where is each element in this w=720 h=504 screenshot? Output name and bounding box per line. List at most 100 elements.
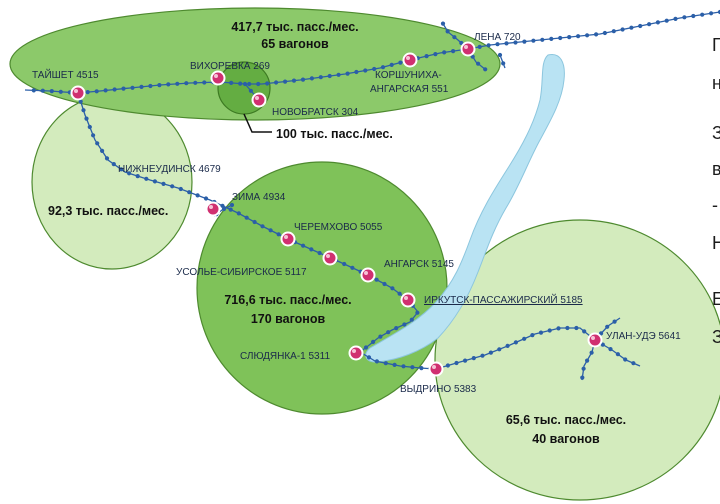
rail-dot [452, 35, 457, 40]
rail-dot [599, 331, 604, 336]
rail-dot [166, 82, 171, 87]
rail-dot [157, 83, 162, 88]
station-label-nizhneudinsk: НИЖНЕУДИНСК 4679 [118, 164, 221, 175]
rail-dot [402, 322, 407, 327]
zone-irkutsk-passengers: 716,6 тыс. пасс./мес. [224, 293, 351, 307]
zone-east-circle [434, 219, 720, 501]
rail-dot [664, 18, 669, 23]
rail-dot [530, 333, 535, 338]
station-marker-irkutsk [400, 292, 416, 308]
rail-dot [170, 184, 175, 189]
rail-dot [594, 32, 599, 37]
rail-dot [187, 190, 192, 195]
rail-dot [248, 88, 253, 93]
side-text-fragment-5: - [712, 195, 718, 215]
rail-dot [363, 345, 369, 350]
zone-east-wagons: 40 вагонов [532, 432, 600, 446]
station-marker-highlight [284, 235, 288, 239]
rail-dot [228, 207, 233, 212]
rail-dot [380, 65, 386, 70]
rail-dot [522, 336, 527, 341]
rail-dot [410, 365, 415, 370]
rail-dot [104, 156, 110, 161]
rail-dot [611, 29, 616, 34]
rail-dot [709, 11, 714, 16]
rail-dot [193, 80, 198, 85]
rail-dot [236, 211, 241, 216]
rail-dot [505, 343, 510, 348]
rail-dot [242, 81, 248, 87]
rail-dot [556, 326, 561, 331]
rail-dot [582, 329, 587, 334]
rail-dot [486, 43, 491, 48]
rail-dot [629, 25, 634, 30]
side-text-fragment-3: З [712, 123, 720, 143]
rail-dot [615, 352, 621, 357]
rail-dot [655, 20, 661, 25]
rail-dot [488, 350, 493, 355]
rail-dot [585, 33, 590, 38]
side-text-fragment-1: Г [712, 35, 720, 55]
rail-dot [121, 86, 126, 91]
rail-dot [394, 326, 399, 331]
rail-dot [244, 215, 249, 220]
rail-dot [440, 21, 446, 26]
rail-dot [419, 366, 424, 371]
rail-dot [471, 356, 476, 361]
rail-dot [540, 37, 545, 42]
station-marker-zima [205, 201, 221, 217]
station-label-lena: ЛЕНА 720 [474, 32, 521, 43]
rail-dot [309, 247, 314, 252]
rail-dot [103, 88, 108, 93]
rail-dot [538, 330, 544, 335]
rail-dot [631, 361, 636, 366]
station-label-cheremkhovo: ЧЕРЕМХОВО 5055 [294, 222, 383, 233]
station-label-slyudyanka: СЛЮДЯНКА-1 5311 [240, 351, 330, 362]
station-marker-vydrino [428, 361, 444, 377]
station-marker-korshunikha [402, 52, 418, 68]
rail-dot [268, 228, 273, 233]
rail-dot [401, 364, 406, 369]
rail-dot [152, 179, 157, 184]
station-marker-highlight [406, 56, 410, 60]
rail-dot [589, 350, 594, 355]
rail-dot [459, 40, 464, 46]
rail-dot [31, 88, 36, 93]
station-marker-ulan_ude [587, 332, 603, 348]
station-label-korshunikha: КОРШУНИХА- [375, 70, 442, 81]
rail-dot [252, 219, 257, 225]
rail-dot [317, 250, 322, 256]
rail-dot [350, 265, 355, 270]
rail-dot [203, 196, 209, 201]
station-marker-highlight [432, 365, 436, 369]
rail-dot [283, 79, 288, 84]
rail-dot [260, 224, 265, 229]
rail-dot [565, 325, 570, 331]
rail-dot [276, 232, 281, 237]
rail-dot [363, 68, 368, 73]
rail-dot [274, 80, 279, 85]
rail-dot [301, 243, 306, 248]
rail-dot [265, 81, 270, 86]
rail-dot [291, 78, 297, 83]
rail-dot [477, 44, 482, 50]
rail-dot [501, 61, 506, 66]
rail-dot [433, 52, 438, 57]
rail-dot [40, 88, 45, 93]
station-label-vydrino: ВЫДРИНО 5383 [400, 384, 477, 395]
rail-dot [602, 30, 608, 36]
zone-west-passengers: 92,3 тыс. пасс./мес. [48, 204, 168, 218]
rail-dot [175, 81, 180, 86]
rail-dot [354, 69, 359, 75]
rail-dot [144, 176, 149, 181]
zone-north-passengers: 417,7 тыс. пасс./мес. [231, 20, 358, 34]
rail-dot [504, 41, 509, 46]
rail-dot [638, 23, 643, 29]
rail-dot [398, 60, 403, 65]
zone-bratsk-passengers: 100 тыс. пасс./мес. [276, 127, 393, 141]
station-marker-usolye [322, 250, 338, 266]
station-label-vikhorevka: ВИХОРЕВКА 269 [190, 61, 270, 72]
rail-dot [247, 81, 252, 87]
station-marker-vikhorevka [210, 70, 226, 86]
